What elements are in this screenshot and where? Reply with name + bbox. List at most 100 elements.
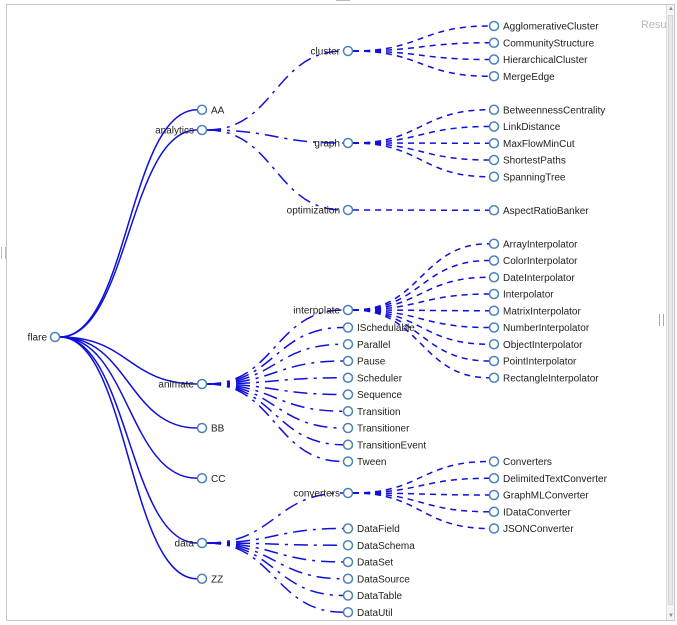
node-circle-icon[interactable] bbox=[488, 205, 500, 216]
node-graph[interactable]: graph bbox=[314, 137, 354, 150]
node-circle-icon[interactable] bbox=[488, 238, 500, 249]
node-graph-mlconverter[interactable]: GraphMLConverter bbox=[488, 489, 590, 502]
node-converters[interactable]: Converters bbox=[488, 456, 552, 468]
node-circle-icon[interactable] bbox=[342, 304, 354, 316]
node-betweenness-centrality[interactable]: BetweennessCentrality bbox=[488, 104, 606, 116]
node-cluster[interactable]: cluster bbox=[311, 45, 354, 58]
node-animate[interactable]: animate bbox=[158, 378, 208, 391]
node-rectangle-interpolator[interactable]: RectangleInterpolator bbox=[488, 372, 600, 384]
node-circle-icon[interactable] bbox=[196, 573, 208, 584]
node-parallel[interactable]: Parallel bbox=[342, 339, 391, 351]
node-transition-event[interactable]: TransitionEvent bbox=[342, 439, 427, 451]
node-circle-icon[interactable] bbox=[342, 607, 354, 618]
node-circle-icon[interactable] bbox=[342, 487, 354, 499]
node-circle-icon[interactable] bbox=[488, 339, 500, 350]
node-circle-icon[interactable] bbox=[488, 372, 500, 383]
node-aspect-ratio-banker[interactable]: AspectRatioBanker bbox=[488, 205, 590, 217]
node-circle-icon[interactable] bbox=[342, 45, 354, 57]
node-bb[interactable]: BB bbox=[196, 422, 225, 435]
node-circle-icon[interactable] bbox=[342, 540, 354, 551]
node-circle-icon[interactable] bbox=[488, 473, 500, 484]
node-hierarchical-cluster[interactable]: HierarchicalCluster bbox=[488, 54, 589, 66]
node-merge-edge[interactable]: MergeEdge bbox=[488, 71, 556, 83]
scrollbar-thumb[interactable] bbox=[668, 15, 673, 605]
node-circle-icon[interactable] bbox=[342, 573, 354, 584]
node-circle-icon[interactable] bbox=[342, 523, 354, 534]
node-aa[interactable]: AA bbox=[196, 104, 225, 116]
vertical-scrollbar[interactable]: ▲ ▼ bbox=[666, 5, 674, 620]
node-circle-icon[interactable] bbox=[488, 506, 500, 517]
node-circle-icon[interactable] bbox=[488, 37, 500, 48]
node-circle-icon[interactable] bbox=[488, 272, 500, 283]
left-resize-grip[interactable] bbox=[1, 247, 6, 259]
node-number-interpolator[interactable]: NumberInterpolator bbox=[488, 322, 590, 334]
node-interpolator[interactable]: Interpolator bbox=[488, 288, 555, 301]
node-circle-icon[interactable] bbox=[342, 204, 354, 216]
node-circle-icon[interactable] bbox=[342, 556, 354, 568]
node-color-interpolator[interactable]: ColorInterpolator bbox=[488, 255, 579, 267]
node-circle-icon[interactable] bbox=[488, 171, 500, 182]
node-circle-icon[interactable] bbox=[196, 422, 208, 434]
node-community-structure[interactable]: CommunityStructure bbox=[488, 37, 595, 49]
node-circle-icon[interactable] bbox=[196, 473, 208, 484]
node-circle-icon[interactable] bbox=[196, 124, 208, 136]
node-circle-icon[interactable] bbox=[196, 104, 208, 115]
node-data-field[interactable]: DataField bbox=[342, 523, 400, 535]
node-link-distance[interactable]: LinkDistance bbox=[488, 121, 561, 133]
node-point-interpolator[interactable]: PointInterpolator bbox=[488, 355, 578, 368]
node-zz[interactable]: ZZ bbox=[196, 573, 224, 585]
node-circle-icon[interactable] bbox=[488, 456, 500, 467]
node-scheduler[interactable]: Scheduler bbox=[342, 372, 403, 384]
node-analytics[interactable]: analytics bbox=[155, 124, 208, 137]
node-circle-icon[interactable] bbox=[342, 355, 354, 367]
node-circle-icon[interactable] bbox=[342, 456, 354, 467]
node-circle-icon[interactable] bbox=[342, 137, 354, 149]
node-agglomerative-cluster[interactable]: AgglomerativeCluster bbox=[488, 20, 600, 33]
node-circle-icon[interactable] bbox=[488, 121, 500, 132]
node-shortest-paths[interactable]: ShortestPaths bbox=[488, 154, 566, 167]
node-circle-icon[interactable] bbox=[342, 422, 354, 434]
node-circle-icon[interactable] bbox=[488, 20, 500, 32]
node-circle-icon[interactable] bbox=[488, 305, 500, 316]
node-tween[interactable]: Tween bbox=[342, 456, 387, 468]
node-transitioner[interactable]: Transitioner bbox=[342, 422, 411, 435]
node-circle-icon[interactable] bbox=[342, 406, 354, 417]
node-circle-icon[interactable] bbox=[342, 322, 354, 333]
node-circle-icon[interactable] bbox=[488, 71, 500, 82]
node-delimited-text-converter[interactable]: DelimitedTextConverter bbox=[488, 473, 608, 485]
node-array-interpolator[interactable]: ArrayInterpolator bbox=[488, 238, 579, 250]
node-circle-icon[interactable] bbox=[488, 355, 500, 367]
node-sequence[interactable]: Sequence bbox=[342, 389, 403, 401]
scroll-down-arrow-icon[interactable]: ▼ bbox=[668, 613, 674, 619]
node-data-set[interactable]: DataSet bbox=[342, 556, 394, 569]
node-circle-icon[interactable] bbox=[342, 339, 354, 350]
scroll-up-arrow-icon[interactable]: ▲ bbox=[668, 6, 674, 12]
node-data-util[interactable]: DataUtil bbox=[342, 607, 393, 619]
node-circle-icon[interactable] bbox=[488, 288, 500, 300]
node-circle-icon[interactable] bbox=[488, 104, 500, 115]
node-matrix-interpolator[interactable]: MatrixInterpolator bbox=[488, 305, 582, 317]
node-flare[interactable]: flare bbox=[28, 331, 61, 344]
node-data-table[interactable]: DataTable bbox=[342, 590, 403, 602]
node-idata-converter[interactable]: IDataConverter bbox=[488, 506, 572, 518]
node-interpolate[interactable]: interpolate bbox=[293, 304, 354, 317]
node-circle-icon[interactable] bbox=[49, 331, 61, 343]
node-jsonconverter[interactable]: JSONConverter bbox=[488, 523, 575, 535]
node-circle-icon[interactable] bbox=[342, 389, 354, 400]
node-circle-icon[interactable] bbox=[196, 537, 208, 549]
node-cc[interactable]: CC bbox=[196, 473, 226, 485]
node-circle-icon[interactable] bbox=[488, 489, 500, 501]
node-ischedulable[interactable]: ISchedulable bbox=[342, 322, 416, 334]
node-max-flow-min-cut[interactable]: MaxFlowMinCut bbox=[488, 138, 575, 150]
node-converters[interactable]: converters bbox=[293, 487, 354, 500]
node-circle-icon[interactable] bbox=[488, 154, 500, 166]
node-data-schema[interactable]: DataSchema bbox=[342, 540, 416, 552]
node-circle-icon[interactable] bbox=[488, 138, 500, 149]
node-pause[interactable]: Pause bbox=[342, 355, 386, 368]
node-circle-icon[interactable] bbox=[488, 255, 500, 266]
node-circle-icon[interactable] bbox=[196, 378, 208, 390]
node-circle-icon[interactable] bbox=[488, 322, 500, 333]
node-optimization[interactable]: optimization bbox=[287, 204, 354, 217]
node-data[interactable]: data bbox=[175, 537, 208, 550]
node-date-interpolator[interactable]: DateInterpolator bbox=[488, 272, 576, 284]
